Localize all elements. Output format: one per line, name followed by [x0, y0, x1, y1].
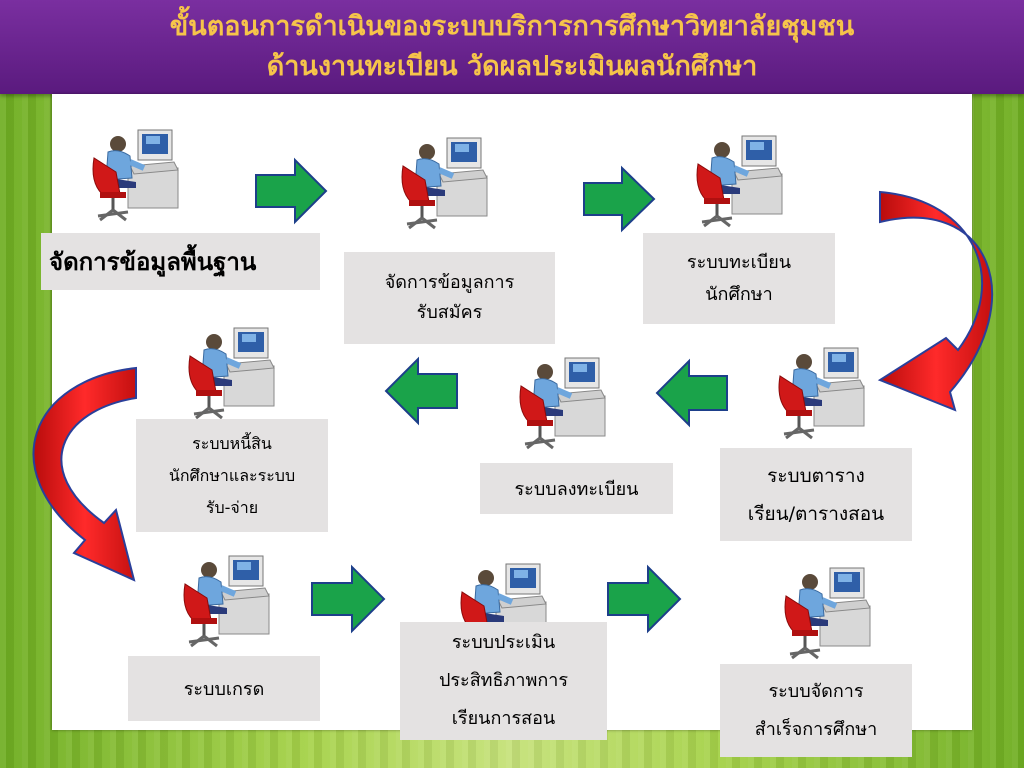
step-label-student-registry: ระบบทะเบียน นักศึกษา	[643, 233, 835, 324]
step-label-basic-data: จัดการข้อมูลพื้นฐาน	[41, 233, 320, 290]
title-line-1: ขั้นตอนการดำเนินของระบบบริการการศึกษาวิท…	[169, 11, 855, 42]
title-line-2: ด้านงานทะเบียน วัดผลประเมินผลนักศึกษา	[266, 51, 758, 82]
workstation-4-computer-user-icon	[772, 340, 872, 446]
arrow-left-1	[655, 358, 728, 428]
workstation-2-computer-user-icon	[395, 130, 495, 236]
workstation-6-computer-user-icon	[182, 320, 282, 426]
step-label-admission: จัดการข้อมูลการ รับสมัคร	[344, 252, 555, 344]
step-label-enrollment: ระบบลงทะเบียน	[480, 463, 673, 514]
workstation-7-computer-user-icon	[177, 548, 277, 654]
step-label-debt-finance: ระบบหนี้สิน นักศึกษาและระบบ รับ-จ่าย	[136, 419, 328, 532]
step-label-evaluation: ระบบประเมิน ประสิทธิภาพการ เรียนการสอน	[400, 622, 607, 740]
arrow-curve-right	[877, 190, 994, 412]
workstation-3-computer-user-icon	[690, 128, 790, 234]
step-label-grade: ระบบเกรด	[128, 656, 320, 721]
title-bar: ขั้นตอนการดำเนินของระบบบริการการศึกษาวิท…	[0, 0, 1024, 94]
workstation-1-computer-user-icon	[86, 122, 186, 228]
workstation-5-computer-user-icon	[513, 350, 613, 456]
workstation-9-computer-user-icon	[778, 560, 878, 666]
step-label-graduation: ระบบจัดการ สำเร็จการศึกษา	[720, 664, 912, 757]
step-label-timetable: ระบบตาราง เรียน/ตารางสอน	[720, 448, 912, 541]
arrow-curve-left	[32, 366, 137, 582]
arrow-right-4	[607, 564, 682, 634]
arrow-left-2	[384, 356, 458, 426]
arrow-right-2	[583, 165, 656, 233]
arrow-right-3	[311, 564, 386, 634]
arrow-right-1	[255, 157, 328, 225]
